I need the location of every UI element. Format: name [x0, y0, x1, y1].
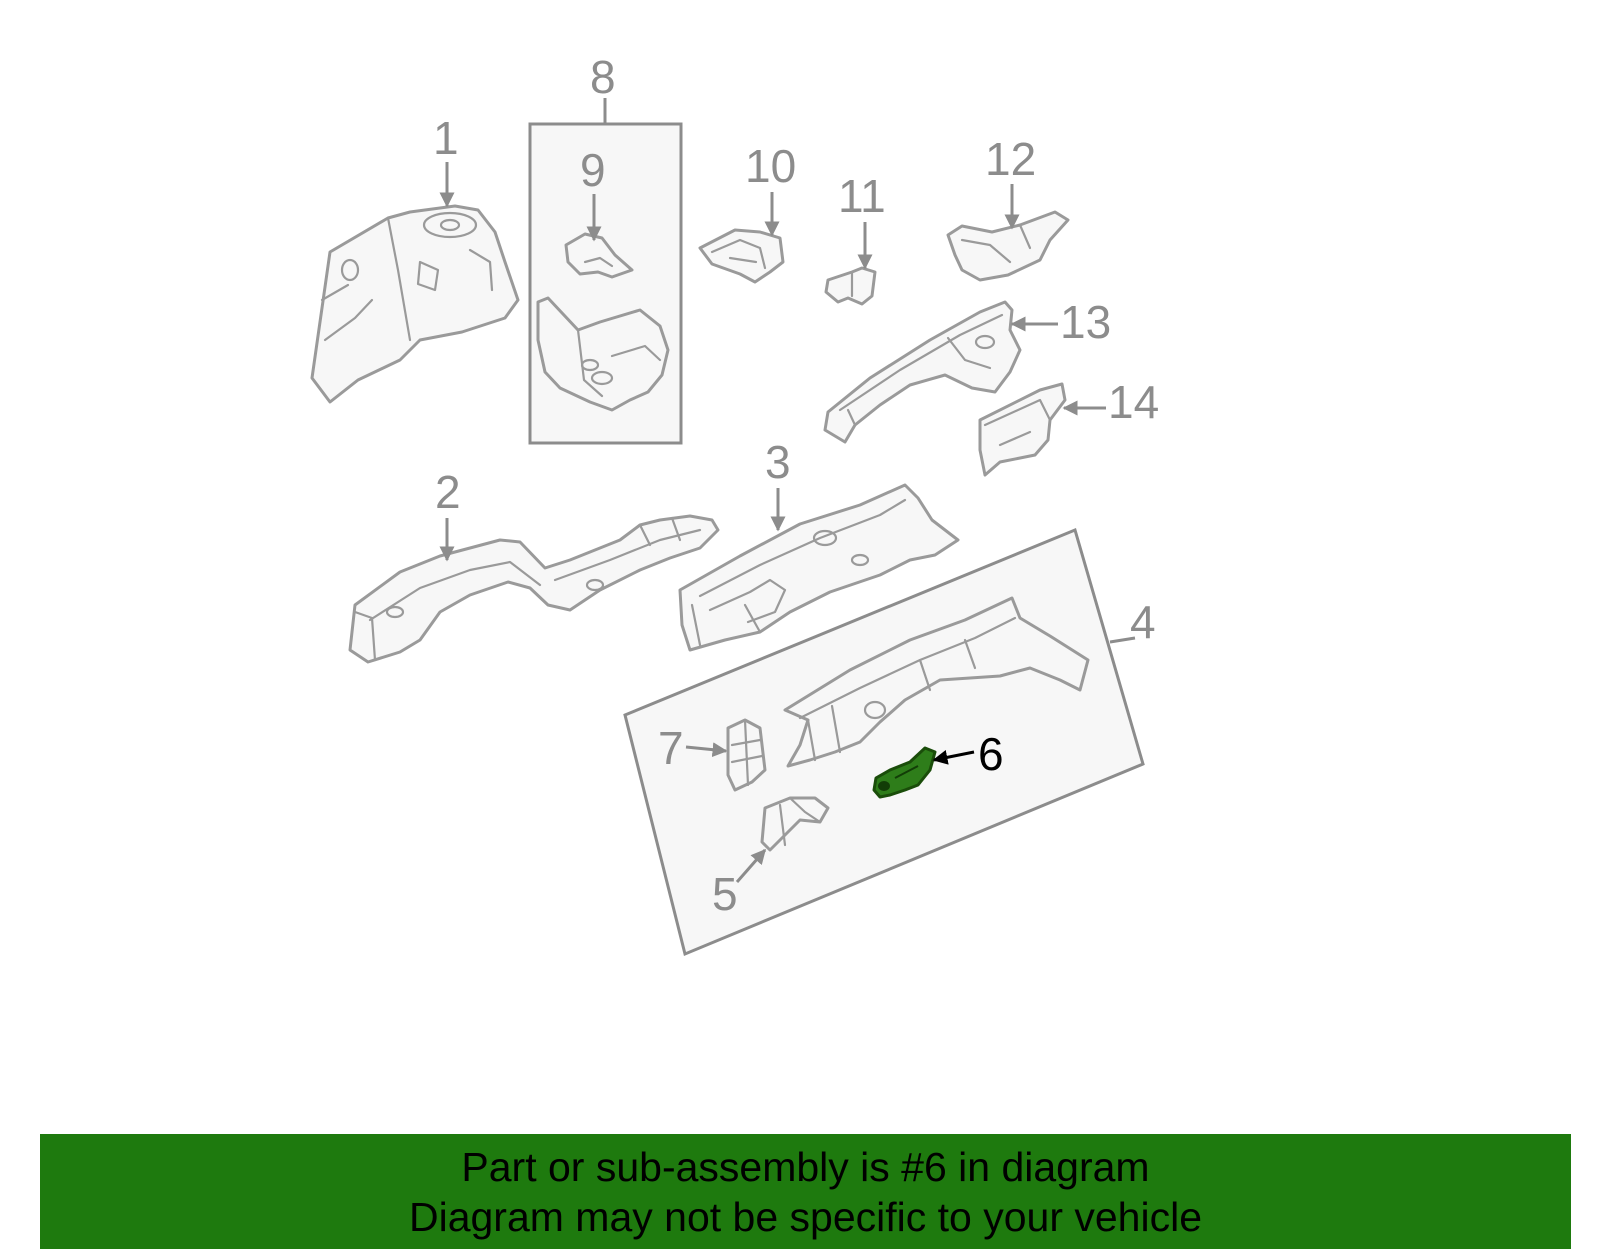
part-14-bracket — [978, 382, 1067, 477]
part-10-bracket — [698, 228, 785, 284]
callout-5: 5 — [712, 868, 738, 920]
part-5-bracket — [760, 796, 830, 852]
callout-1: 1 — [433, 112, 459, 164]
callout-2: 2 — [435, 466, 461, 518]
info-banner: Part or sub-assembly is #6 in diagram Di… — [40, 1134, 1571, 1249]
callout-4: 4 — [1130, 596, 1156, 648]
callout-7: 7 — [658, 722, 684, 774]
banner-line-disclaimer: Diagram may not be specific to your vehi… — [408, 1193, 1202, 1240]
part-11-clip — [824, 266, 877, 306]
callout-3: 3 — [765, 436, 791, 488]
part-6-highlighted — [872, 746, 937, 799]
part-7-bracket — [726, 718, 767, 792]
callout-13: 13 — [1060, 296, 1111, 348]
banner-line-part: Part or sub-assembly is #6 in diagram — [461, 1143, 1150, 1190]
part-13-rail — [823, 300, 1022, 444]
part-12-bracket — [946, 210, 1070, 282]
part-2-frame-rail — [348, 514, 720, 664]
callout-6-highlighted: 6 — [978, 728, 1004, 780]
callout-12: 12 — [985, 133, 1036, 185]
part-1-wheelhouse — [310, 204, 520, 404]
callout-11: 11 — [838, 170, 886, 222]
callout-8: 8 — [590, 51, 616, 103]
part-4-rail — [783, 596, 1090, 768]
callout-10: 10 — [745, 140, 796, 192]
part-3-frame-rail — [678, 483, 960, 652]
part-8-panel — [536, 296, 670, 412]
callout-14: 14 — [1108, 376, 1159, 428]
callout-9: 9 — [580, 144, 606, 196]
